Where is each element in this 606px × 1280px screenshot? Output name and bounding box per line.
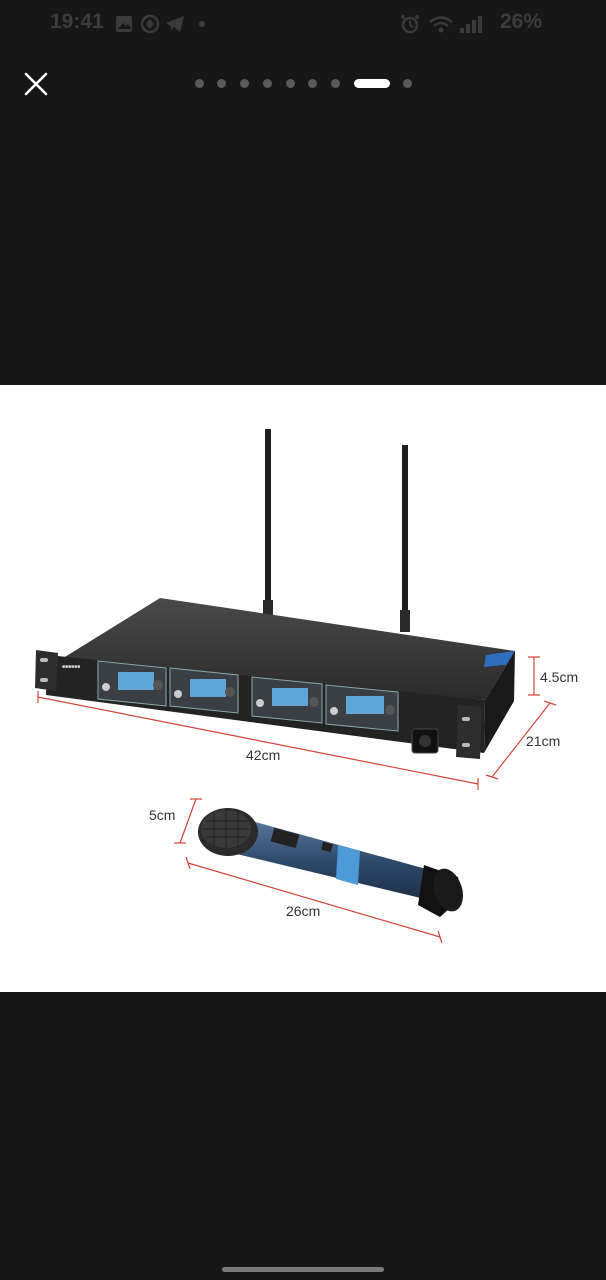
dim-height-label: 4.5cm [540,669,578,685]
channel-2 [169,667,239,714]
antenna-right [400,445,410,632]
pager-dot[interactable] [403,79,412,88]
pager-dot[interactable] [331,79,340,88]
dim-mic-diameter [174,798,202,844]
status-bar: 19:41 26% [0,0,606,48]
channel-3 [251,676,323,724]
svg-text:■■■■■■: ■■■■■■ [62,664,80,670]
pager-dot[interactable] [240,79,249,88]
pager-dot[interactable] [263,79,272,88]
pager-dot-active [354,79,390,88]
location-icon [140,14,160,34]
close-icon [24,72,48,96]
antenna-left [263,429,273,620]
dim-mic-diameter-label: 5cm [149,807,175,823]
product-illustration: ■■■■■■ [35,429,578,944]
receiver-top [60,598,515,700]
channel-4 [325,684,399,732]
status-right-icons [401,15,482,34]
power-button [411,728,439,754]
alarm-icon [401,15,419,34]
dim-height [528,656,540,696]
dim-width [37,691,479,790]
microphone [198,808,463,917]
signal-icon [460,16,482,33]
dim-depth-label: 21cm [526,733,560,749]
pager-dot[interactable] [286,79,295,88]
pager-dot[interactable] [195,79,204,88]
battery-level: 26% [500,10,543,33]
image-pager [190,76,420,90]
home-indicator[interactable] [222,1267,384,1272]
dim-width-label: 42cm [246,747,280,763]
dim-depth [485,700,557,780]
image-icon [116,16,132,32]
dim-mic-length [185,856,443,944]
product-image[interactable]: ■■■■■■ [0,385,606,992]
status-left-icons [116,14,205,34]
dot-icon [199,21,205,27]
pager-dot[interactable] [217,79,226,88]
pager-dot[interactable] [308,79,317,88]
close-button[interactable] [18,66,54,102]
telegram-icon [166,16,184,32]
status-time: 19:41 [50,10,104,33]
channel-1 [97,660,167,707]
wifi-icon [429,16,453,33]
dim-mic-length-label: 26cm [286,903,320,919]
